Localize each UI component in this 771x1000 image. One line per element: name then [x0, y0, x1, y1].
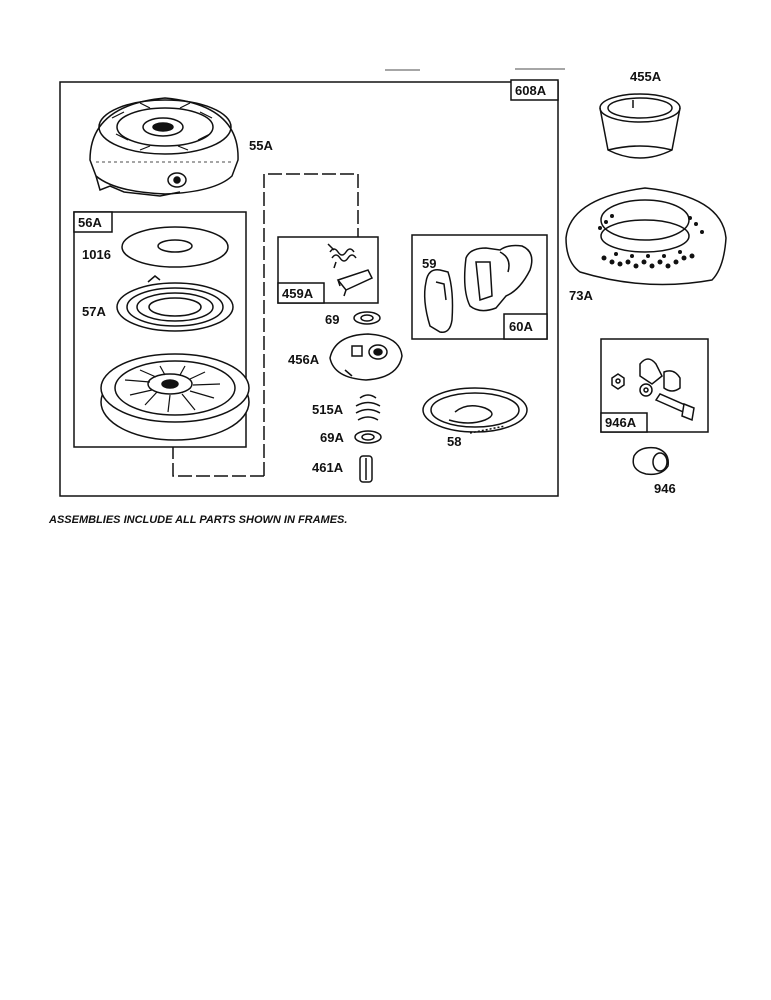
part-label-58: 58 — [447, 434, 461, 449]
frame-56A-border — [73, 211, 247, 448]
part-label-455A: 455A — [630, 69, 662, 84]
starter-handle — [463, 244, 533, 312]
part-label-69: 69 — [325, 312, 339, 327]
spring-57A — [116, 275, 234, 332]
part-label-69A: 69A — [320, 430, 344, 445]
frame-60A-label-box — [503, 313, 548, 340]
part-label-57A: 57A — [82, 304, 106, 319]
starter-pulley — [100, 353, 250, 441]
frame-56A-label-box — [73, 211, 113, 233]
washer-69A — [354, 430, 382, 444]
frame-946A-label: 946A — [605, 415, 637, 430]
screen-73A — [565, 187, 727, 286]
part-label-59: 59 — [422, 256, 436, 271]
retainer-456A — [329, 333, 403, 381]
bushing-946 — [632, 446, 669, 476]
frame-459A-border — [277, 236, 379, 304]
frame-608A-label-box — [510, 79, 559, 101]
cup-455A — [599, 93, 681, 159]
rope-58 — [422, 387, 528, 434]
frame-608A-border — [59, 81, 559, 497]
pin-461A — [359, 455, 373, 483]
frame-946A-border — [600, 338, 709, 433]
part-label-515A: 515A — [312, 402, 344, 417]
washer-69 — [353, 311, 381, 325]
frame-60A-border — [411, 234, 548, 340]
fastener-set-946A — [611, 358, 695, 422]
frame-946A-label-box — [600, 412, 648, 433]
housing-55A — [89, 97, 239, 197]
part-label-461A: 461A — [312, 460, 344, 475]
part-label-946: 946 — [654, 481, 676, 496]
frame-56A-label: 56A — [78, 215, 102, 230]
frame-608A-label: 608A — [515, 83, 547, 98]
pawl-spring-459A — [327, 243, 374, 297]
washer-1016 — [121, 226, 229, 268]
part-label-55A: 55A — [249, 138, 273, 153]
part-label-73A: 73A — [569, 288, 593, 303]
handle-insert-59 — [423, 269, 454, 333]
diagram-caption: ASSEMBLIES INCLUDE ALL PARTS SHOWN IN FR… — [49, 514, 348, 526]
frame-459A-label-box — [277, 282, 325, 304]
part-label-1016: 1016 — [82, 247, 111, 262]
frame-459A-label: 459A — [282, 286, 314, 301]
frame-60A-label: 60A — [509, 319, 533, 334]
connector-lines — [172, 173, 359, 477]
part-label-456A: 456A — [288, 352, 320, 367]
spring-515A — [355, 394, 381, 421]
